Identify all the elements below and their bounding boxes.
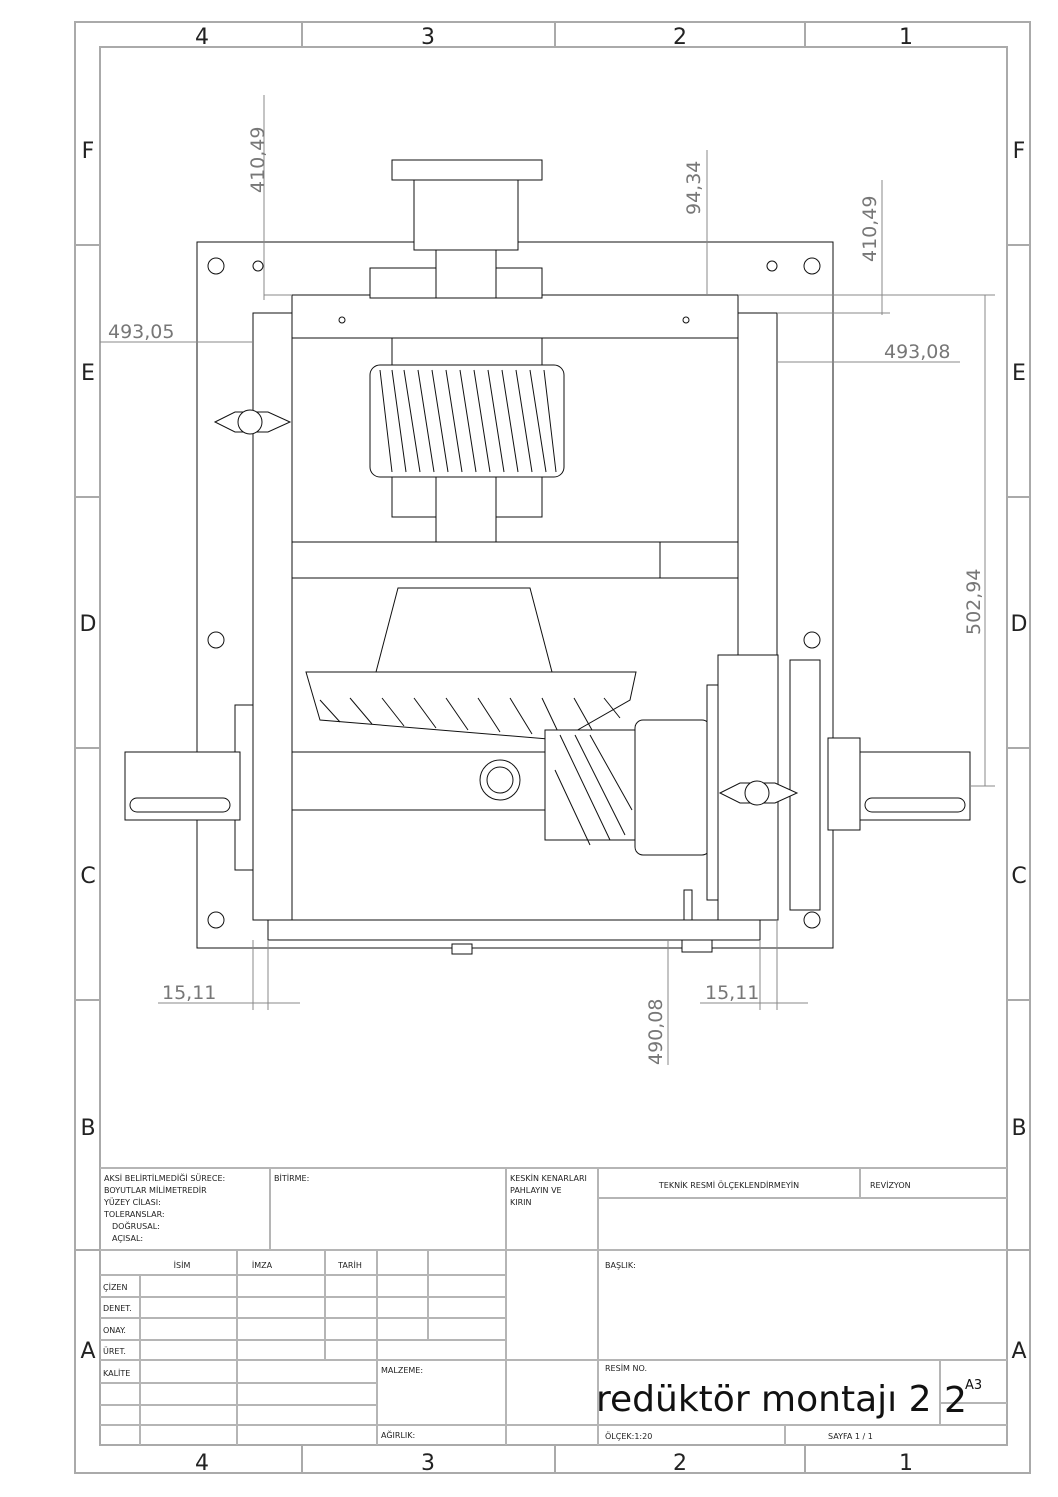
- left-keyway: [129, 797, 231, 813]
- col-header-name: İSİM: [174, 1260, 191, 1270]
- zone-row-left: F: [82, 139, 95, 164]
- gear-teeth-top: [379, 369, 557, 473]
- note-line: YÜZEY CİLASI:: [103, 1197, 161, 1207]
- do-not-scale-note: TEKNİK RESMİ ÖLÇEKLENDİRMEYİN: [658, 1180, 799, 1190]
- drawing-no-label: RESİM NO.: [605, 1363, 647, 1373]
- zone-col-bottom: 3: [421, 1451, 435, 1476]
- zone-row-right: B: [1011, 1116, 1026, 1141]
- note-line: AÇISAL:: [112, 1234, 143, 1243]
- zone-col-bottom: 4: [195, 1451, 209, 1476]
- zone-row-right: C: [1011, 864, 1026, 889]
- zone-row-left: B: [80, 1116, 95, 1141]
- row-label-quality: KALİTE: [103, 1368, 130, 1378]
- drawing-number-suffix: 2: [944, 1380, 967, 1421]
- zone-row-labels: F E D C B A F E D C B A: [80, 139, 1028, 1364]
- dim-bottom-vertical: 490,08: [645, 999, 667, 1065]
- dim-top-right: 410,49: [859, 196, 881, 262]
- dim-right-vertical: 502,94: [963, 569, 985, 635]
- zone-col-top: 3: [421, 25, 435, 50]
- inner-border: [99, 46, 1008, 1446]
- note-line: AKSİ BELİRTİLMEDİĞİ SÜRECE:: [104, 1172, 225, 1183]
- pinion-bearing: [634, 719, 711, 856]
- zone-col-bottom: 1: [899, 1451, 913, 1476]
- wing-nut-icon: [213, 409, 799, 806]
- sheet-size: A3: [965, 1378, 982, 1393]
- zone-col-top: 2: [673, 25, 687, 50]
- col-header-signature: İMZA: [252, 1260, 273, 1270]
- edges-note: PAHLAYIN VE: [510, 1186, 562, 1195]
- dim-right-horizontal: 493,08: [884, 341, 950, 363]
- dim-top-middle: 94,34: [683, 161, 705, 215]
- title-label: BAŞLIK:: [605, 1261, 636, 1270]
- zone-col-top: 1: [899, 25, 913, 50]
- right-keyway: [864, 797, 966, 813]
- edges-note: KESKİN KENARLARI: [510, 1173, 587, 1183]
- sheet-number: SAYFA 1 / 1: [828, 1432, 873, 1441]
- note-line: DOĞRUSAL:: [112, 1220, 160, 1231]
- dim-bottom-left: 15,11: [162, 982, 216, 1004]
- zone-row-right: D: [1011, 612, 1028, 637]
- right-bearing: [827, 737, 861, 831]
- zone-row-right: A: [1011, 1339, 1026, 1364]
- note-line: BOYUTLAR MİLİMETREDİR: [104, 1185, 207, 1195]
- zone-col-top: 4: [195, 25, 209, 50]
- revision-label: REVİZYON: [870, 1180, 911, 1190]
- row-label-manufacture: ÜRET.: [103, 1346, 126, 1356]
- dim-top-left: 410,49: [247, 127, 269, 193]
- scale: ÖLÇEK:1:20: [605, 1431, 652, 1441]
- zone-row-right: E: [1012, 361, 1026, 386]
- drawing-number: redüktör montajı 2: [596, 1379, 932, 1420]
- input-flange: [413, 174, 519, 251]
- title-block: AKSİ BELİRTİLMEDİĞİ SÜRECE: BOYUTLAR MİL…: [100, 1167, 1007, 1445]
- zone-col-bottom: 2: [673, 1451, 687, 1476]
- mounting-holes: [207, 257, 821, 929]
- bevel-gear-hub: [375, 587, 553, 673]
- zone-row-left: C: [80, 864, 95, 889]
- row-label-approved: ONAY.: [103, 1326, 126, 1335]
- general-notes: AKSİ BELİRTİLMEDİĞİ SÜRECE: BOYUTLAR MİL…: [103, 1172, 225, 1243]
- zone-row-right: F: [1013, 139, 1026, 164]
- note-line: TOLERANSLAR:: [103, 1210, 165, 1219]
- pinion-gear: [544, 729, 636, 841]
- output-shaft-body: [291, 751, 563, 811]
- zone-row-left: A: [80, 1339, 95, 1364]
- finish-label: BİTİRME:: [274, 1173, 309, 1183]
- edges-note: KIRIN: [510, 1198, 532, 1207]
- bottom-flange: [267, 919, 761, 941]
- weight-label: AĞIRLIK:: [381, 1429, 415, 1440]
- material-label: MALZEME:: [381, 1366, 423, 1375]
- gearbox-assembly-view: [124, 159, 971, 955]
- row-label-drawn: ÇİZEN: [103, 1282, 127, 1292]
- row-label-checked: DENET.: [103, 1304, 132, 1313]
- zone-row-left: D: [80, 612, 97, 637]
- dim-bottom-right: 15,11: [705, 982, 759, 1004]
- zone-column-labels: 4 3 2 1 4 3 2 1: [195, 25, 913, 1476]
- zone-row-left: E: [81, 361, 95, 386]
- zone-dividers: [75, 22, 1030, 1473]
- dimensions: 410,49 94,34 410,49 493,05 493,08 502,94…: [100, 95, 995, 1065]
- dim-left-horizontal: 493,05: [108, 321, 174, 343]
- col-header-date: TARİH: [337, 1260, 362, 1270]
